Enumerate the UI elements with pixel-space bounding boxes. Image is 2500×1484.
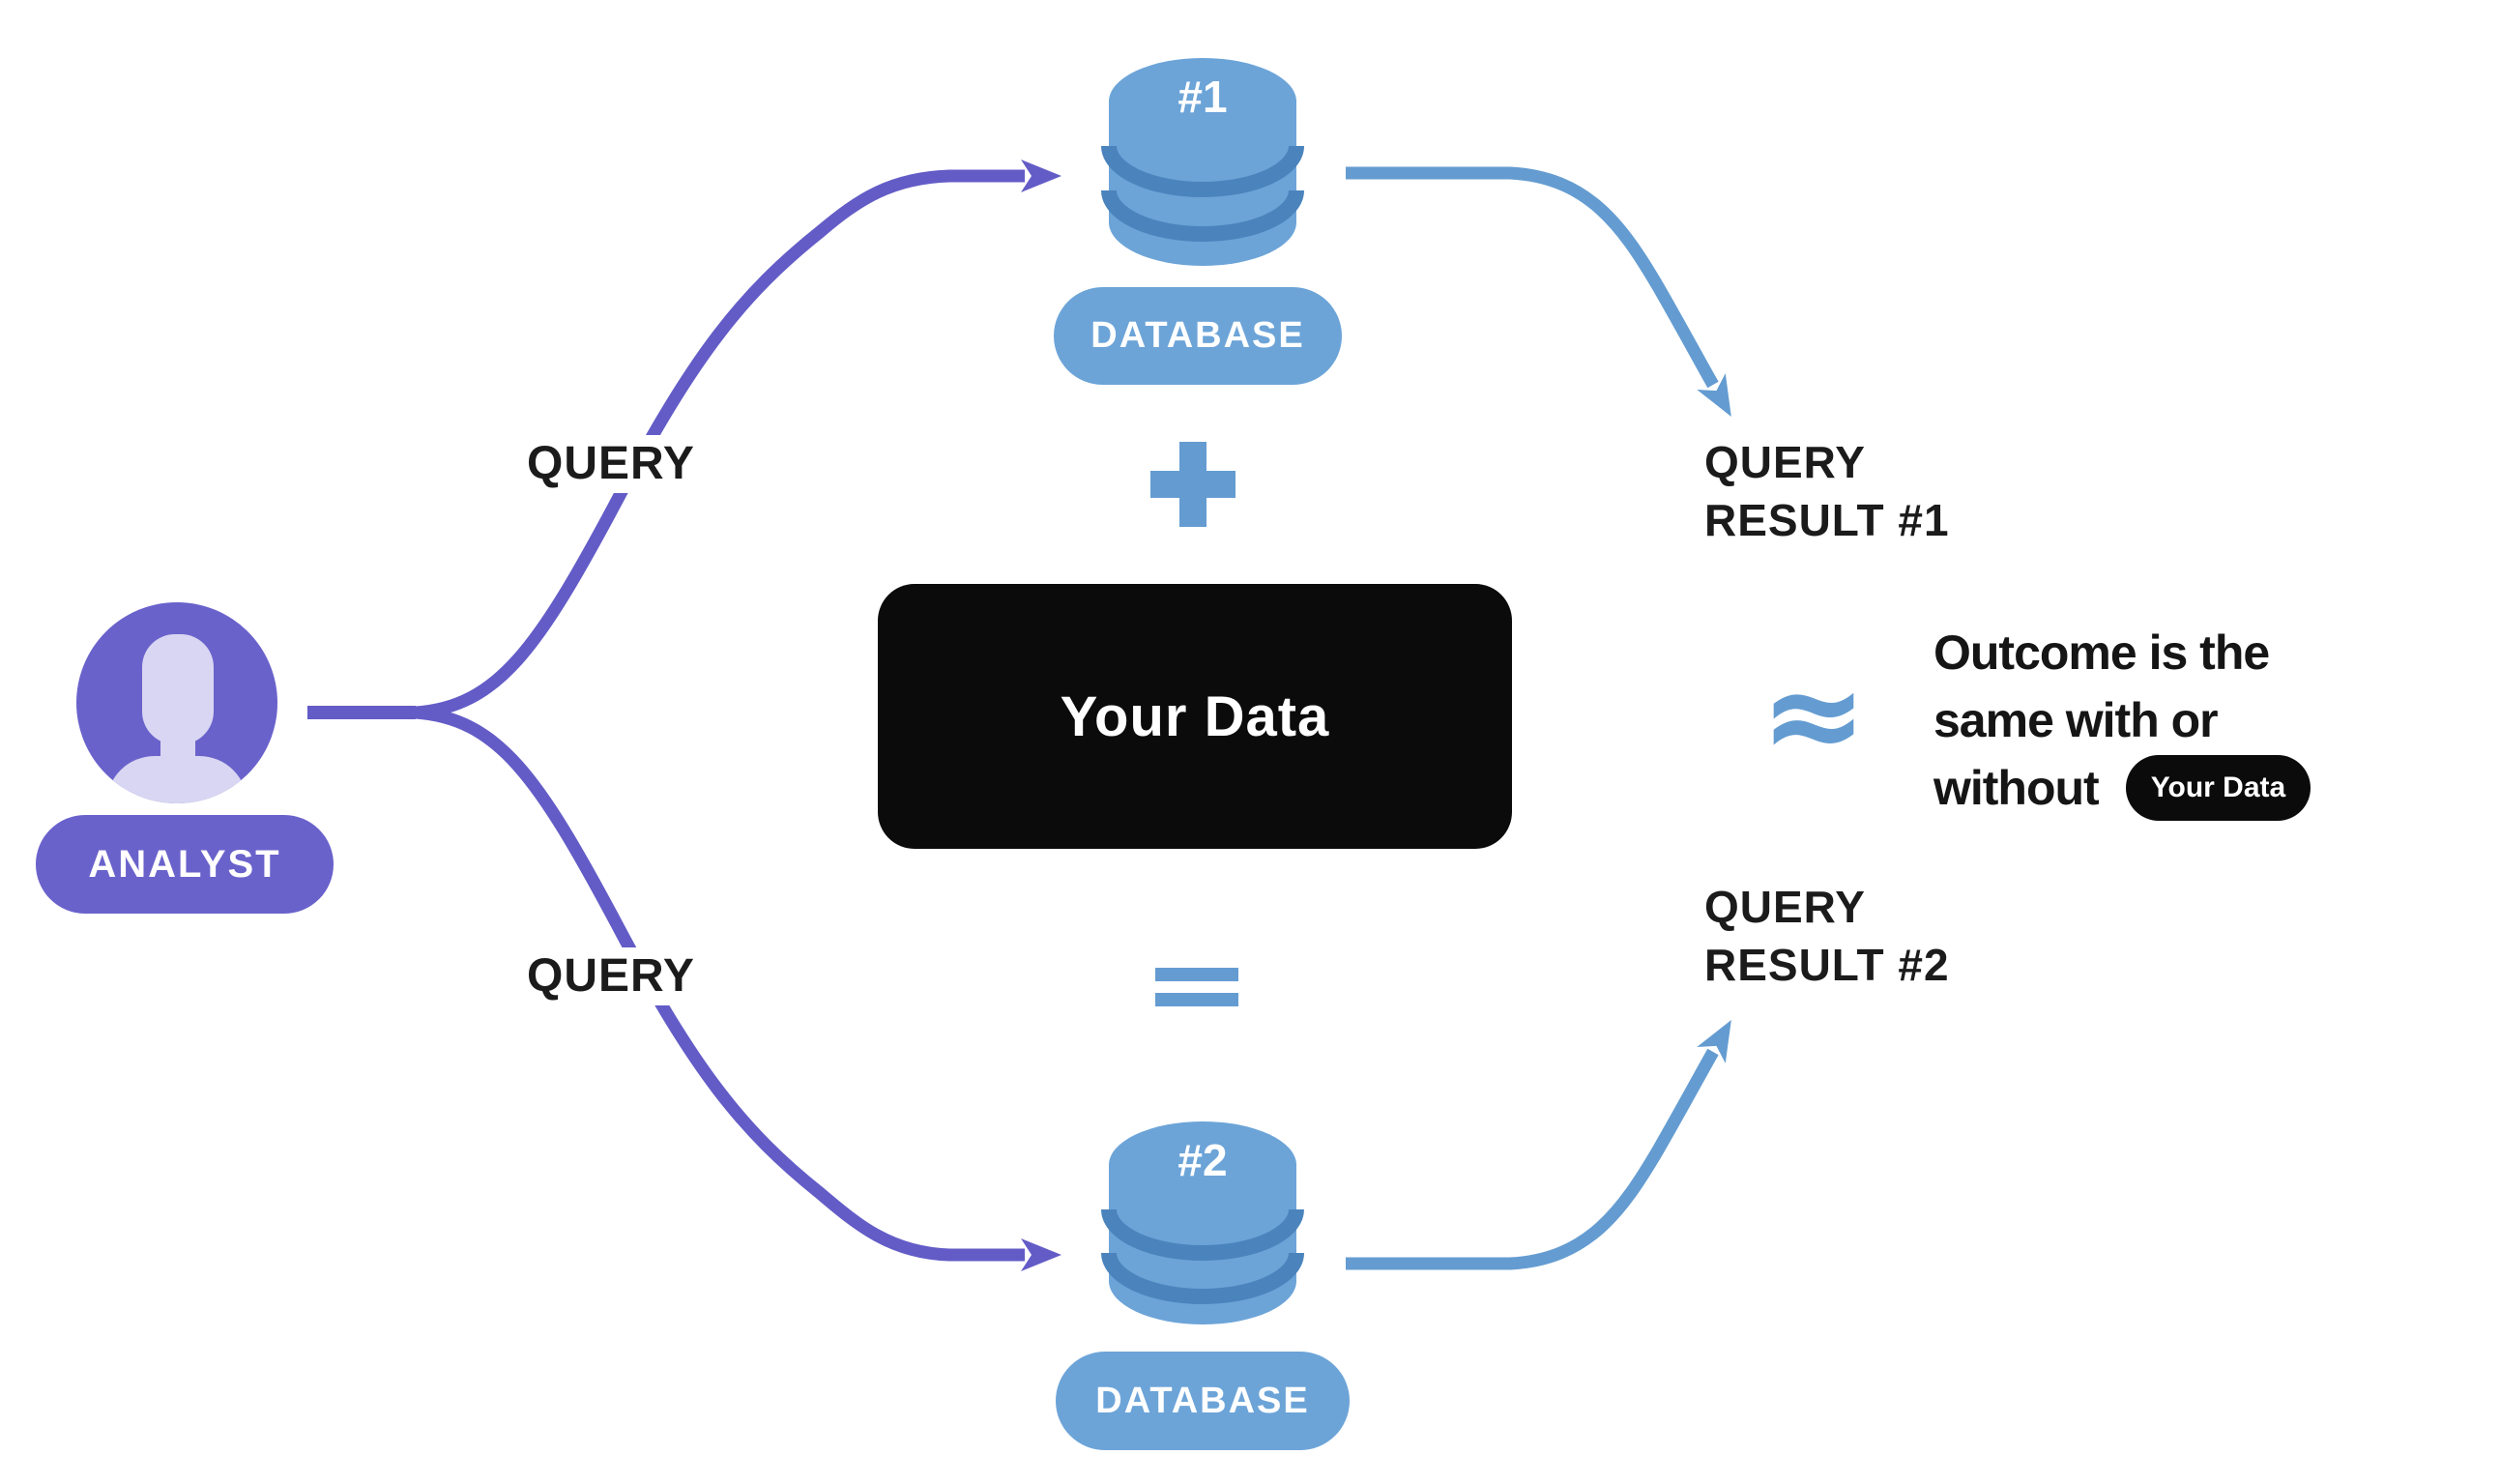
outcome-line2: same with or xyxy=(1933,693,2219,747)
equals-icon xyxy=(1155,968,1238,1006)
result-arrow-top xyxy=(1346,166,1731,417)
analyst-label-pill: ANALYST xyxy=(36,815,334,914)
database-icon-1 xyxy=(1101,58,1304,266)
approx-icon: ≈ xyxy=(1759,641,1868,790)
database-icon-2 xyxy=(1101,1121,1304,1324)
query-result-2-label: QUERY RESULT #2 xyxy=(1704,878,1950,994)
database-1-label: DATABASE xyxy=(1090,315,1305,356)
result-arrow-bottom xyxy=(1346,1020,1731,1270)
query-arrow-top xyxy=(415,160,1061,719)
plus-icon xyxy=(1150,442,1235,527)
database-2-badge: #2 xyxy=(1177,1135,1228,1185)
outcome-line3-prefix: without xyxy=(1933,761,2100,815)
database-2-label-pill: DATABASE xyxy=(1056,1352,1350,1450)
analyst-avatar xyxy=(76,602,277,803)
database-1-label-pill: DATABASE xyxy=(1054,287,1342,385)
your-data-mini-pill: Your Data xyxy=(2125,755,2311,821)
query-result-2-line2: RESULT #2 xyxy=(1704,940,1950,990)
query-result-2-line1: QUERY xyxy=(1704,882,1866,932)
your-data-box: Your Data xyxy=(878,584,1512,849)
query-result-1-line1: QUERY xyxy=(1704,437,1866,487)
database-1-badge: #1 xyxy=(1177,72,1228,122)
database-2-label: DATABASE xyxy=(1095,1380,1310,1421)
analyst-label: ANALYST xyxy=(88,842,281,886)
outcome-line3: without Your Data xyxy=(1933,754,2311,822)
query-label-bottom: QUERY xyxy=(513,947,709,1005)
person-icon xyxy=(106,634,247,803)
query-arrow-bottom xyxy=(415,706,1061,1271)
query-result-1-line2: RESULT #1 xyxy=(1704,495,1950,545)
query-label-top: QUERY xyxy=(513,435,709,493)
outcome-text: Outcome is the same with or without Your… xyxy=(1933,619,2311,822)
outcome-line1: Outcome is the xyxy=(1933,626,2270,680)
your-data-box-label: Your Data xyxy=(1060,684,1330,748)
query-result-1-label: QUERY RESULT #1 xyxy=(1704,433,1950,549)
